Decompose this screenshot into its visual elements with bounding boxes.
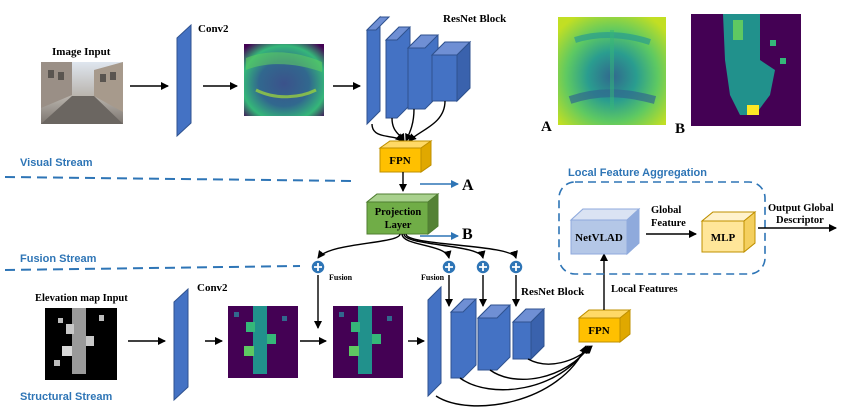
mlp-box: MLP [700,210,757,254]
output-label-line2: Descriptor [776,215,824,226]
heatmap-panel-b: B [675,14,801,137]
fusion-nodes-right: Fusion [421,259,524,282]
fpn-bottom-box: FPN [577,308,632,344]
conv2-bottom-layer: Conv2 [173,282,228,402]
visual-feature-map [244,44,324,116]
image-input-block: Image Input [41,46,123,124]
structural-stream-label: Structural Stream [20,391,113,403]
global-feature-label-line1: Global [651,205,681,216]
panel-a-label: A [541,119,552,135]
global-feature-label-line2: Feature [651,218,686,229]
heatmap-panel-a: A [541,17,666,135]
projection-layer-box: Projection Layer [365,192,440,236]
output-label-line1: Output Global [768,203,834,214]
projection-to-fusion-connectors [317,233,518,259]
resnet-bottom-label: ResNet Block [521,286,585,298]
fusion-stream-label: Fusion Stream [20,253,97,265]
local-feature-aggregation-title: Local Feature Aggregation [568,167,707,179]
structural-feature-map-2 [333,306,403,378]
resnet-block-top: ResNet Block [365,13,507,126]
netvlad-box: NetVLAD [569,207,641,256]
panel-b-label: B [675,121,685,137]
elevation-map [45,308,117,380]
resnet-block-bottom: ResNet Block [427,285,585,398]
visual-stream-divider [4,176,356,182]
mlp-label: MLP [711,232,736,244]
structural-feature-map-1 [228,306,298,378]
marker-a: A [462,177,474,194]
fusion-left-label: Fusion [329,273,353,282]
conv2-top-layer: Conv2 [176,23,229,138]
fpn-bottom-label: FPN [588,325,609,337]
fusion-stream-divider [4,265,301,271]
marker-b: B [462,226,473,243]
street-photo [41,62,123,124]
conv2-bottom-label: Conv2 [197,282,228,294]
fusion-right-label: Fusion [421,273,445,282]
image-input-label: Image Input [52,46,111,58]
projection-label-line2: Layer [385,220,412,231]
local-features-label: Local Features [611,284,678,295]
netvlad-label: NetVLAD [575,232,623,244]
conv2-top-label: Conv2 [198,23,229,35]
elevation-input-label: Elevation map Input [35,293,128,304]
resnet-to-fpn-bottom-connectors [435,345,593,407]
elevation-input-block: Elevation map Input [35,293,128,380]
fusion-node-left: Fusion [310,259,353,282]
resnet-top-label: ResNet Block [443,13,507,25]
projection-label-line1: Projection [375,207,422,218]
fpn-top-label: FPN [389,155,410,167]
visual-stream-label: Visual Stream [20,157,93,169]
resnet-to-fpn-connectors [371,100,446,142]
fpn-top-box: FPN [378,140,433,173]
